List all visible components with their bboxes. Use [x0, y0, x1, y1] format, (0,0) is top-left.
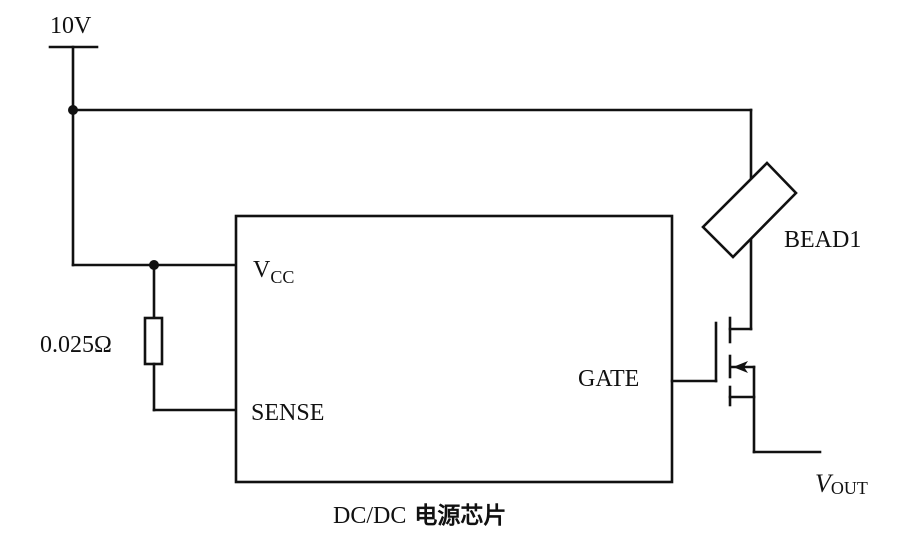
pin-gate-label: GATE — [578, 366, 639, 392]
output-label: VOUT — [815, 469, 868, 498]
pin-sense-label: SENSE — [251, 400, 324, 426]
bead-body — [701, 161, 798, 259]
pin-vcc-label: VCC — [253, 257, 294, 287]
junction-node-top — [68, 105, 78, 115]
supply-label: 10V — [50, 13, 92, 39]
chip-body — [234, 214, 674, 484]
body-arrow-icon — [733, 361, 748, 373]
mosfet — [670, 316, 822, 454]
resistor-label: 0.025Ω — [40, 332, 112, 358]
bead-label: BEAD1 — [784, 227, 861, 253]
sense-resistor: 0.025Ω — [40, 263, 238, 412]
resistor-body — [143, 316, 164, 366]
supply-10v: 10V — [48, 13, 99, 49]
ferrite-bead: BEAD1 — [701, 108, 861, 331]
